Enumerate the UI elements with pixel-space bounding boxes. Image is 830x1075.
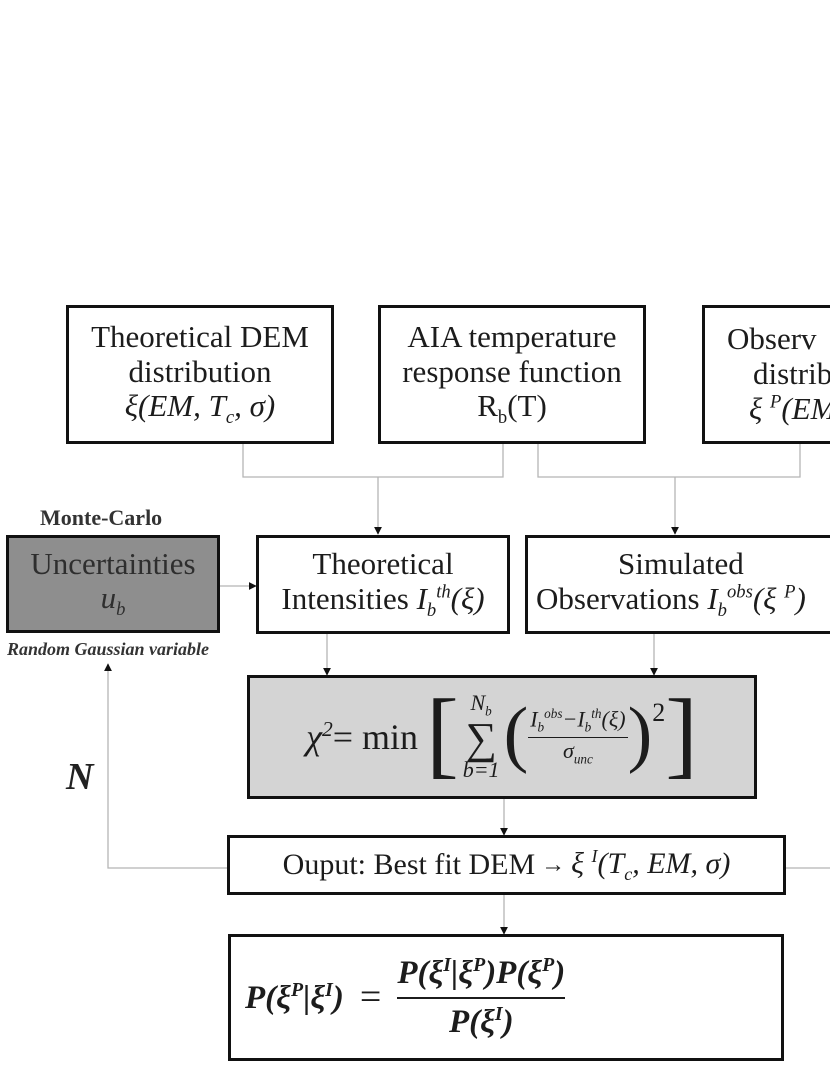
connector-dem-aia [242, 443, 504, 478]
aia-response-line1: AIA temperature [407, 318, 617, 354]
bayes-box: P(ξP|ξI) = P(ξI|ξP)P(ξP) P(ξI) [228, 934, 784, 1061]
uncertainties-box: Uncertainties ub [6, 535, 220, 633]
observed-dem-line2: distrib [753, 356, 830, 392]
theoretical-dem-line2: distribution [128, 353, 272, 389]
loop-back-line [104, 663, 227, 869]
bayes-fraction: P(ξI|ξP)P(ξP) P(ξI) [397, 953, 566, 1042]
theoretical-dem-line1: Theoretical DEM [91, 318, 309, 354]
theoretical-intensities-box: Theoretical Intensities Ibth(ξ) [256, 535, 510, 634]
chi-power: 2 [652, 698, 666, 727]
random-gaussian-label: Random Gaussian variable [7, 639, 210, 659]
aia-response-box: AIA temperature response function Rb(T) [378, 305, 646, 444]
chi-equals-min: = min [332, 716, 419, 757]
theoretical-intensities-line1: Theoretical [312, 546, 454, 582]
output-label: Ouput: Best fit DEM [282, 848, 536, 882]
chi-left-bracket: [ [426, 680, 459, 788]
chi-right-paren: ) [627, 693, 653, 775]
bayes-numerator: P(ξI|ξP)P(ξP) [397, 953, 566, 991]
aia-response-line2: response function [402, 353, 622, 389]
bayes-denominator: P(ξI) [448, 1002, 514, 1040]
chi-symbol: χ2 [306, 716, 333, 757]
connector-aia-observed [537, 443, 801, 478]
uncertainties-label: Uncertainties [30, 545, 196, 581]
output-formula: ξ I(Tc, EM, σ) [571, 845, 731, 884]
simulated-observations-line1: Simulated [618, 546, 744, 582]
aia-response-formula: Rb(T) [477, 388, 547, 429]
bayes-lhs: P(ξP|ξI) [245, 978, 344, 1016]
simulated-observations-box: Simulated Observations Ibobs(ξ P) [525, 535, 830, 634]
uncertainties-symbol: ub [100, 580, 126, 621]
output-box: Ouput: Best fit DEM → ξ I(Tc, EM, σ) [227, 835, 786, 895]
theoretical-intensities-line2: Intensities Ibth(ξ) [281, 580, 485, 622]
theoretical-dem-formula: ξ(EM, Tc, σ) [124, 388, 276, 429]
chi-square-box: χ2 = min [ Nb ∑ b=1 ( Ibobs−Ibth(ξ) σunc… [247, 675, 757, 799]
chi-right-bracket: ] [665, 680, 698, 788]
monte-carlo-label: Monte-Carlo [40, 505, 163, 530]
observed-dem-line1: Observ [727, 321, 817, 357]
chi-left-paren: ( [503, 693, 529, 775]
simulated-observations-line2: Observations Ibobs(ξ P) [536, 580, 806, 622]
bayes-equals: = [359, 976, 382, 1019]
output-arrow: → [541, 851, 566, 878]
observed-dem-box: Observ distrib ξ P(EM [702, 305, 830, 444]
observed-dem-formula: ξ P(EM [749, 390, 830, 426]
chi-fraction: Ibobs−Ibth(ξ) σunc [528, 706, 628, 767]
chi-sum: Nb ∑ b=1 [462, 690, 500, 782]
loop-count-label: N [66, 756, 94, 798]
theoretical-dem-box: Theoretical DEM distribution ξ(EM, Tc, σ… [66, 305, 334, 444]
